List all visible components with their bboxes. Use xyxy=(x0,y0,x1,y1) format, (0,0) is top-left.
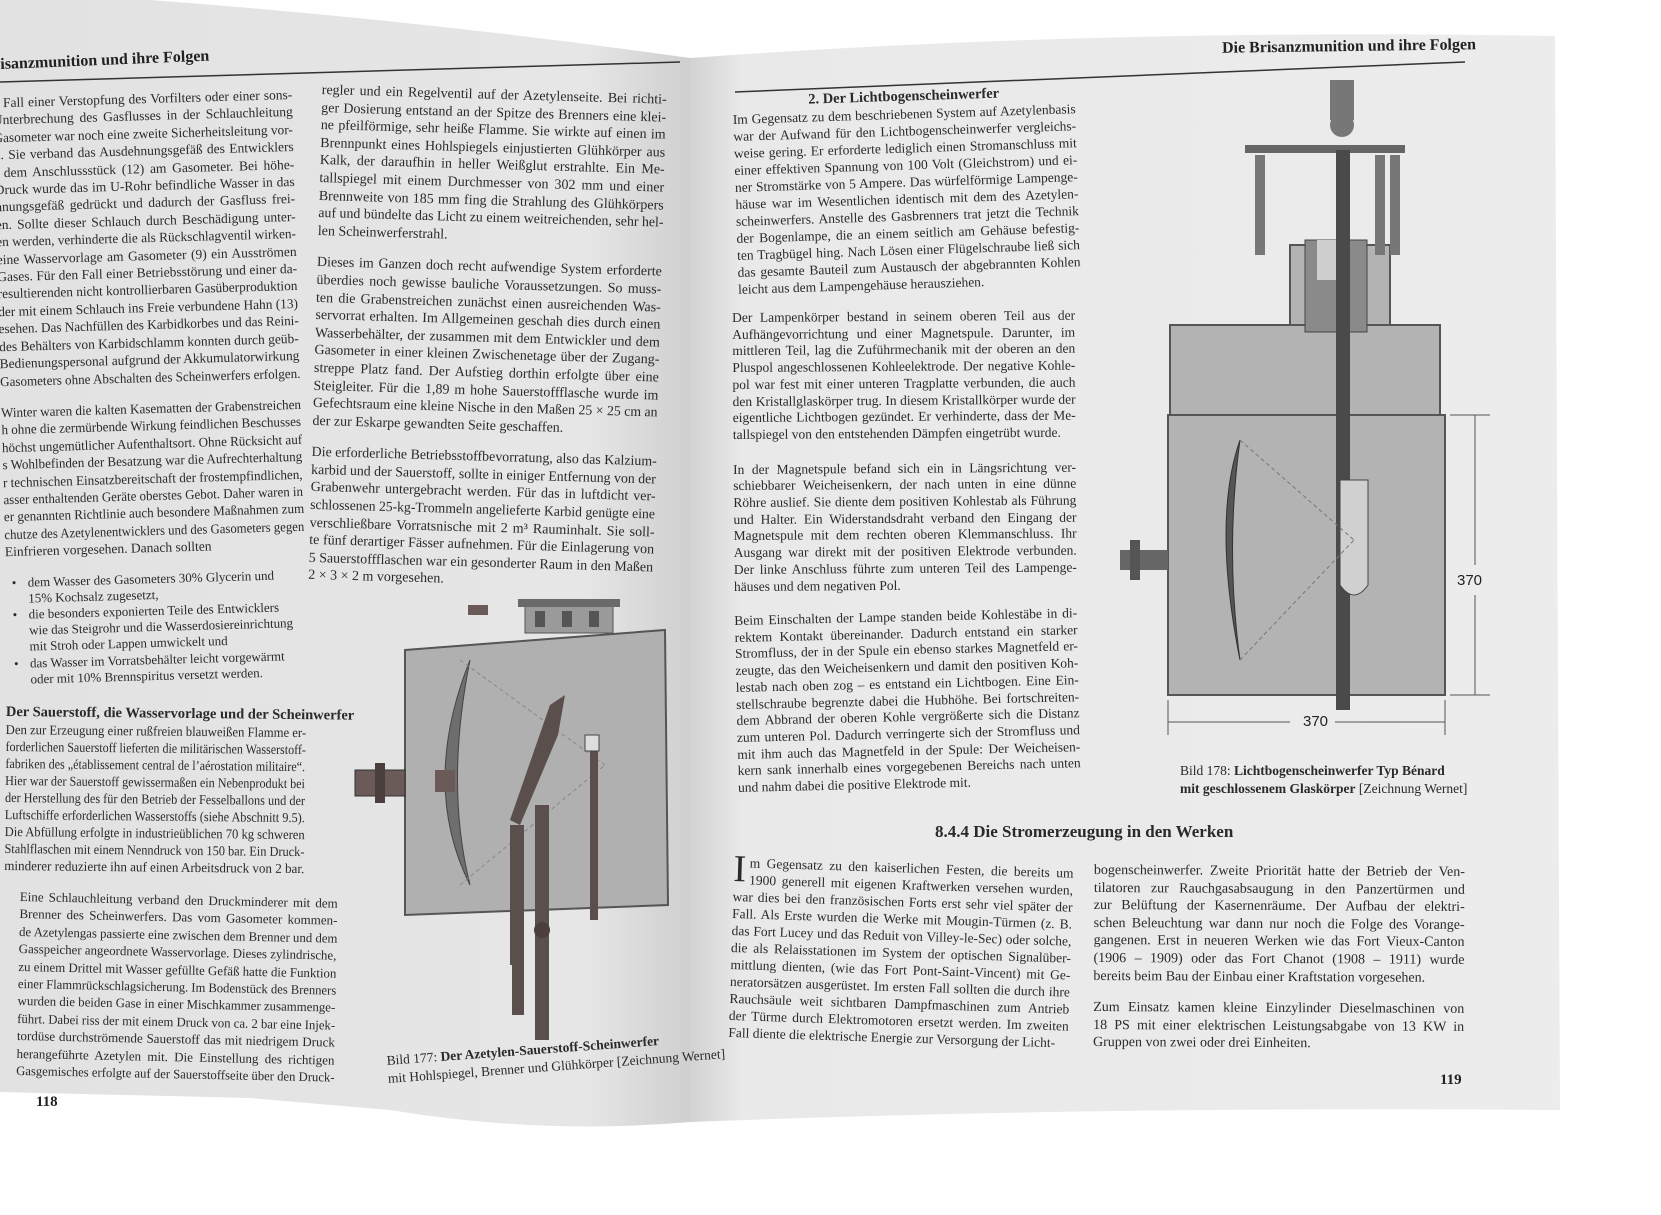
text-line: (1906 – 1909) oder das Fort Chanot (1908… xyxy=(1093,950,1465,968)
figure-label: Bild 177: xyxy=(386,1049,438,1068)
left-header-rule xyxy=(0,61,681,83)
bullet-icon: • xyxy=(11,574,17,590)
figure-title: Lichtbogenscheinwerfer Typ Bénard xyxy=(1234,763,1445,778)
page-number-left: 118 xyxy=(36,1094,58,1110)
text-line: Der linke Anschluss führte zum unteren T… xyxy=(733,559,1077,577)
left-column-1-bottom: Eine Schlauchleitung verband den Druckmi… xyxy=(16,888,338,1086)
left-column-2: regler und ein Regelventil auf der Azety… xyxy=(308,82,667,594)
dimension-height-label: 370 xyxy=(1457,572,1483,589)
chapter-column-2: bogenscheinwerfer. Zweite Priorität hatt… xyxy=(1093,862,1465,1054)
figure-177-acetylene-searchlight-drawing xyxy=(354,599,670,1040)
text-line: bereits beim Bau der Einbau einer Krafts… xyxy=(1093,968,1426,986)
paragraph: n Fall einer Verstopfung des Vorfilters … xyxy=(0,86,301,390)
left-column-1: n Fall einer Verstopfung des Vorfilters … xyxy=(0,86,309,688)
paragraph: Der Lampenkörper bestand in seinem obere… xyxy=(732,308,1076,444)
text-line: Gruppen von zwei oder drei Einheiten. xyxy=(1093,1035,1311,1052)
paragraph: Beim Einschalten der Lampe standen beide… xyxy=(734,605,1081,796)
drop-cap: I xyxy=(732,848,747,891)
paragraph: Dieses im Ganzen doch recht aufwendige S… xyxy=(312,254,662,440)
running-head-right: Die Brisanzmunition und ihre Folgen xyxy=(1221,36,1477,57)
paragraph: In der Magnetspule befand sich ein in Lä… xyxy=(733,459,1077,595)
text-line: Zum Einsatz kamen kleine Einzylinder Die… xyxy=(1093,1000,1465,1018)
paragraph: Im Gegensatz zu dem beschriebenen System… xyxy=(733,100,1082,298)
text-line: tilatoren zur Rauchgasabsaugung in den P… xyxy=(1093,880,1465,898)
right-header-rule xyxy=(734,61,1466,93)
text-line: Röhre auslief. Sie diente dem positiven … xyxy=(733,492,1077,511)
text-line: zur Belüftung der Kasernenräume. Der Auf… xyxy=(1093,898,1465,916)
left-column-1-lower: Der Sauerstoff, die Wasservorlage und de… xyxy=(4,704,354,877)
text-line: bogenscheinwerfer. Zweite Priorität hatt… xyxy=(1093,863,1465,880)
text-line: Pluspol angeschlossenen Kohleelektrode. … xyxy=(732,357,1076,376)
chapter-heading: 8.4.4 Die Stromerzeugung in den Werken xyxy=(935,822,1234,841)
figure-title-line2: mit geschlossenem Glaskörper xyxy=(1180,781,1356,796)
text-line: 18 PS mit einer elektrischen Leistungsab… xyxy=(1093,1017,1465,1035)
paragraph: Den zur Erzeugung einer rußfreien blauwe… xyxy=(4,721,306,877)
right-column-2: Der Lampenkörper bestand in seinem obere… xyxy=(732,308,1081,797)
text-line: minderer reduzierte ihn auf einen Arbeit… xyxy=(4,857,305,877)
text-line: schen Beleuchtung war dann nur noch die … xyxy=(1093,915,1465,933)
page-number-right: 119 xyxy=(1440,1072,1462,1088)
bullet-icon: • xyxy=(12,606,18,622)
figure-label: Bild 178: xyxy=(1180,763,1231,778)
paragraph: m Gegensatz zu den kaiserlichen Festen, … xyxy=(728,854,1074,1052)
text-line: pol war fest mit einer unteren Tragplatt… xyxy=(732,374,1076,392)
figure-178-arc-lamp-drawing xyxy=(1120,80,1490,735)
bullet-list: •dem Wasser des Gasometers 30% Glycerin … xyxy=(6,566,309,688)
text-line: häuses und dem negativen Pol. xyxy=(733,577,901,594)
paragraph: bogenscheinwerfer. Zweite Priorität hatt… xyxy=(1093,862,1465,987)
paragraph: Winter waren die kalten Kasematten der G… xyxy=(1,396,305,561)
text-line: gangenen. Erst in neueren Werken wie das… xyxy=(1093,933,1465,951)
text-line: Der Lampenkörper bestand in seinem obere… xyxy=(732,307,1076,325)
dimension-width-label: 370 xyxy=(1303,713,1329,730)
bullet-icon: • xyxy=(13,655,19,671)
paragraph: Zum Einsatz kamen kleine Einzylinder Die… xyxy=(1093,999,1464,1054)
paragraph: Die erforderliche Betriebsstoffbevorratu… xyxy=(308,444,657,594)
figure-178-caption: Bild 178: Lichtbogenscheinwerfer Typ Bén… xyxy=(1180,762,1467,798)
paragraph: regler und ein Regelventil auf der Azety… xyxy=(318,82,667,250)
text-line: tallspiegel von den entstehenden Dämpfen… xyxy=(732,424,1061,442)
right-column: 2. Der Lichtbogenscheinwerfer Im Gegensa… xyxy=(732,83,1081,298)
bullet-item: •die besonders exponierten Teile des Ent… xyxy=(6,599,307,656)
figure-credit: [Zeichnung Wernet] xyxy=(1358,781,1468,796)
chapter-column-1: I m Gegensatz zu den kaiserlichen Festen… xyxy=(728,848,1074,1052)
paragraph: Eine Schlauchleitung verband den Druckmi… xyxy=(16,888,338,1086)
